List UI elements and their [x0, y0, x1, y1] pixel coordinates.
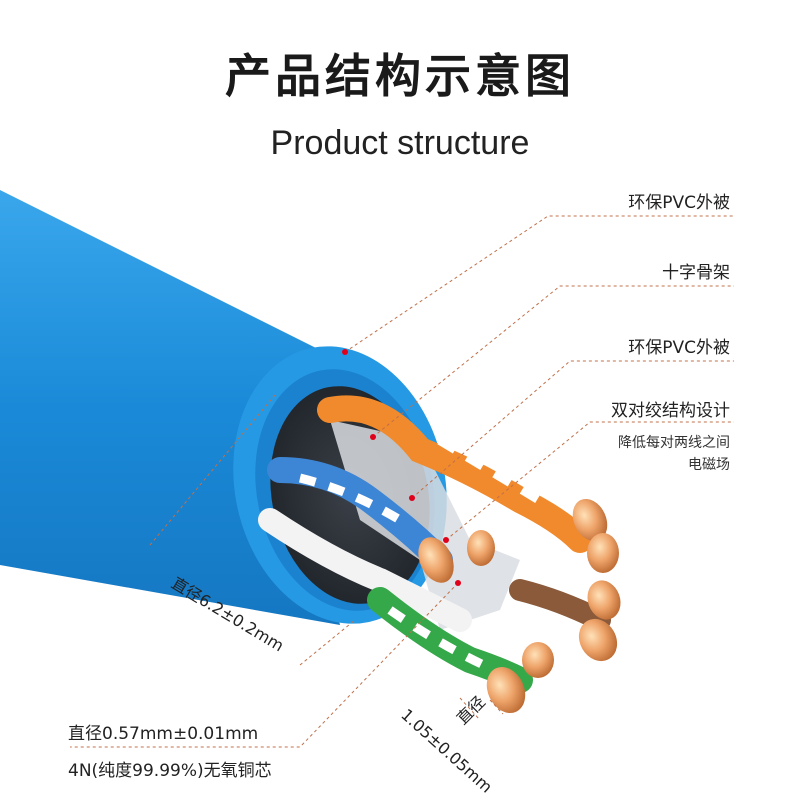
twisted-pair-desc-line-1: 降低每对两线之间	[618, 435, 730, 451]
marker-inner-jacket	[409, 495, 415, 501]
page-title: 产品结构示意图	[225, 49, 575, 103]
white-pair	[258, 508, 472, 632]
callout-outer-jacket: 环保PVC外被	[628, 193, 730, 213]
conductor-material: 4N(纯度99.99%)无氧铜芯	[68, 761, 272, 781]
leader-inner-jacket	[411, 360, 734, 499]
dim-cable-right	[299, 619, 356, 666]
dim-wire-left	[459, 697, 481, 721]
conductor-diameter: 直径0.57mm±0.01mm	[68, 724, 259, 744]
brown-pair	[509, 579, 611, 631]
twisted-pair-desc-line-2: 电磁场	[688, 457, 730, 473]
callout-twisted-pair-desc: 降低每对两线之间 电磁场	[618, 432, 730, 476]
marker-conductor	[455, 580, 461, 586]
orange-pair	[317, 395, 593, 553]
marker-outer-jacket	[342, 349, 348, 355]
marker-cross-frame	[370, 434, 376, 440]
dim-cable-left	[149, 394, 276, 546]
callout-cross-frame: 十字骨架	[662, 263, 730, 283]
marker-twisted-pair	[443, 537, 449, 543]
leader-outer-jacket	[344, 215, 734, 353]
copper-conductors	[418, 498, 621, 714]
callout-inner-jacket: 环保PVC外被	[628, 338, 730, 358]
leader-twisted-pair	[445, 421, 734, 541]
cross-frame	[330, 420, 520, 630]
page-subtitle: Product structure	[270, 124, 530, 162]
leader-cross-frame	[372, 285, 734, 438]
callout-twisted-pair: 双对绞结构设计	[611, 401, 730, 421]
